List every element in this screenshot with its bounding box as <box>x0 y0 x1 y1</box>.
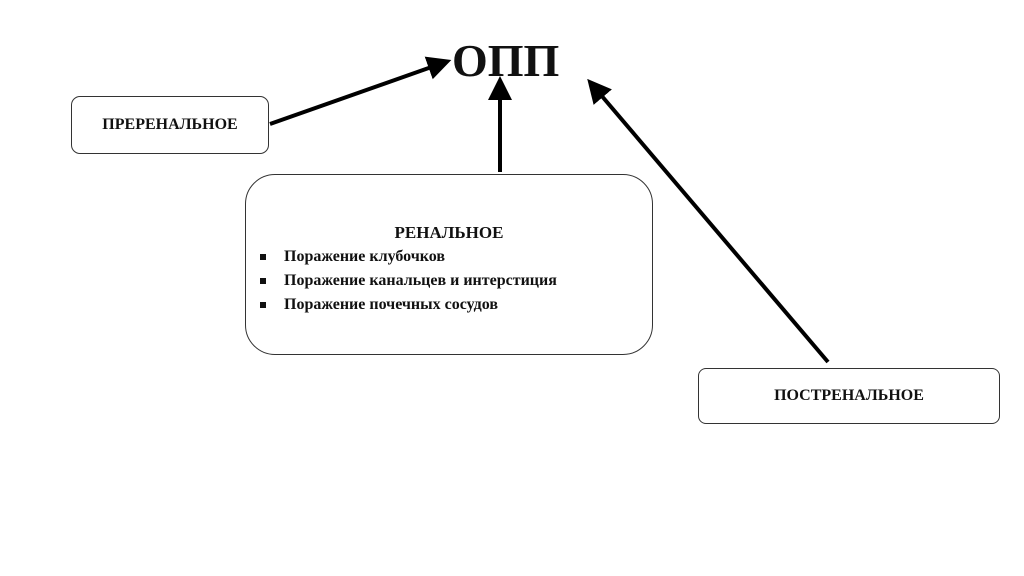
arrow-postrenal <box>587 78 830 364</box>
renal-box: РЕНАЛЬНОЕ Поражение клубочков Поражение … <box>245 174 653 355</box>
list-item: Поражение канальцев и интерстиция <box>260 269 557 293</box>
renal-title: РЕНАЛЬНОЕ <box>394 223 504 242</box>
list-item: Поражение клубочков <box>260 245 557 269</box>
diagram-title: ОПП <box>452 35 560 86</box>
arrow-prerenal <box>269 56 452 126</box>
renal-list: Поражение клубочков Поражение канальцев … <box>260 245 557 317</box>
prerenal-box: ПРЕРЕНАЛЬНОЕ <box>71 96 269 154</box>
postrenal-box: ПОСТРЕНАЛЬНОЕ <box>698 368 1000 424</box>
list-item: Поражение почечных сосудов <box>260 293 557 317</box>
